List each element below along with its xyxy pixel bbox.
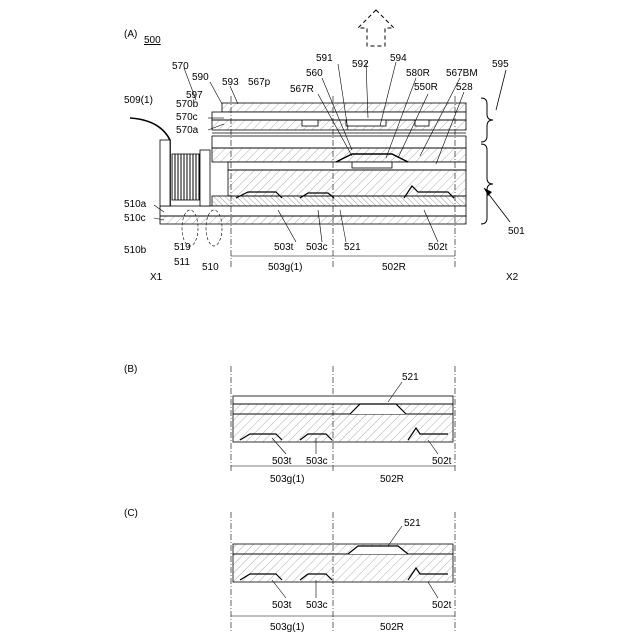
label-501: 501 (508, 226, 525, 237)
panel-c: (C) 521 503t 503c 502t 503g(1) 502R (124, 508, 455, 633)
label-592: 592 (352, 59, 369, 70)
label-510: 510 (202, 262, 219, 273)
panel-a-ref: 500 (144, 35, 161, 46)
label-c-521: 521 (404, 518, 421, 529)
label-503t: 503t (274, 242, 294, 253)
sealant-layer (212, 136, 466, 148)
label-b-502r: 502R (380, 474, 404, 485)
panel-a: (A) 500 (124, 10, 525, 283)
label-594: 594 (390, 53, 407, 64)
label-c-503t: 503t (272, 600, 292, 611)
label-528: 528 (456, 82, 473, 93)
label-591: 591 (316, 53, 333, 64)
label-593: 593 (222, 77, 239, 88)
light-direction-arrow (358, 10, 394, 46)
pixel-electrode-580r (352, 162, 392, 168)
label-570c: 570c (176, 112, 198, 123)
transistor-layer (212, 196, 466, 206)
substrate-510 (160, 206, 466, 216)
label-570a: 570a (176, 125, 199, 136)
label-503g: 503g(1) (268, 262, 302, 273)
label-502t: 502t (428, 242, 448, 253)
label-b-503c: 503c (306, 456, 328, 467)
side-label-x1: X1 (150, 272, 163, 283)
label-590: 590 (192, 72, 209, 83)
label-580r: 580R (406, 68, 430, 79)
label-510c: 510c (124, 213, 146, 224)
label-503c: 503c (306, 242, 328, 253)
label-597: 597 (186, 90, 203, 101)
panel-a-tag: (A) (124, 29, 137, 40)
label-510a: 510a (124, 199, 147, 210)
panel-c-tag: (C) (124, 508, 138, 519)
label-b-503g: 503g(1) (270, 474, 304, 485)
label-567bm: 567BM (446, 68, 478, 79)
label-c-503g: 503g(1) (270, 622, 304, 633)
label-550r: 550R (414, 82, 438, 93)
label-c-503c: 503c (306, 600, 328, 611)
label-560: 560 (306, 68, 323, 79)
label-b-521: 521 (402, 372, 419, 383)
label-c-502t: 502t (432, 600, 452, 611)
side-label-x2: X2 (506, 272, 519, 283)
label-521: 521 (344, 242, 361, 253)
label-502r: 502R (382, 262, 406, 273)
partition-528 (228, 162, 466, 170)
label-509: 509(1) (124, 95, 153, 106)
label-567r: 567R (290, 84, 314, 95)
anisotropic-conductive-519 (172, 154, 200, 200)
substrate-510a (160, 216, 466, 224)
label-b-502t: 502t (432, 456, 452, 467)
brace-595 (481, 98, 493, 142)
label-595: 595 (492, 59, 509, 70)
label-511: 511 (174, 257, 190, 268)
label-b-503t: 503t (272, 456, 292, 467)
light-shield-567bm (302, 120, 318, 126)
label-c-502r: 502R (380, 622, 404, 633)
label-519: 519 (174, 242, 191, 253)
brace-501 (481, 144, 493, 224)
panel-b: (B) 521 503t 503c 502t 503g(1) 502R (124, 364, 455, 485)
label-510b: 510b (124, 245, 147, 256)
label-570: 570 (172, 61, 189, 72)
panel-b-tag: (B) (124, 364, 137, 375)
label-567p: 567p (248, 77, 271, 88)
